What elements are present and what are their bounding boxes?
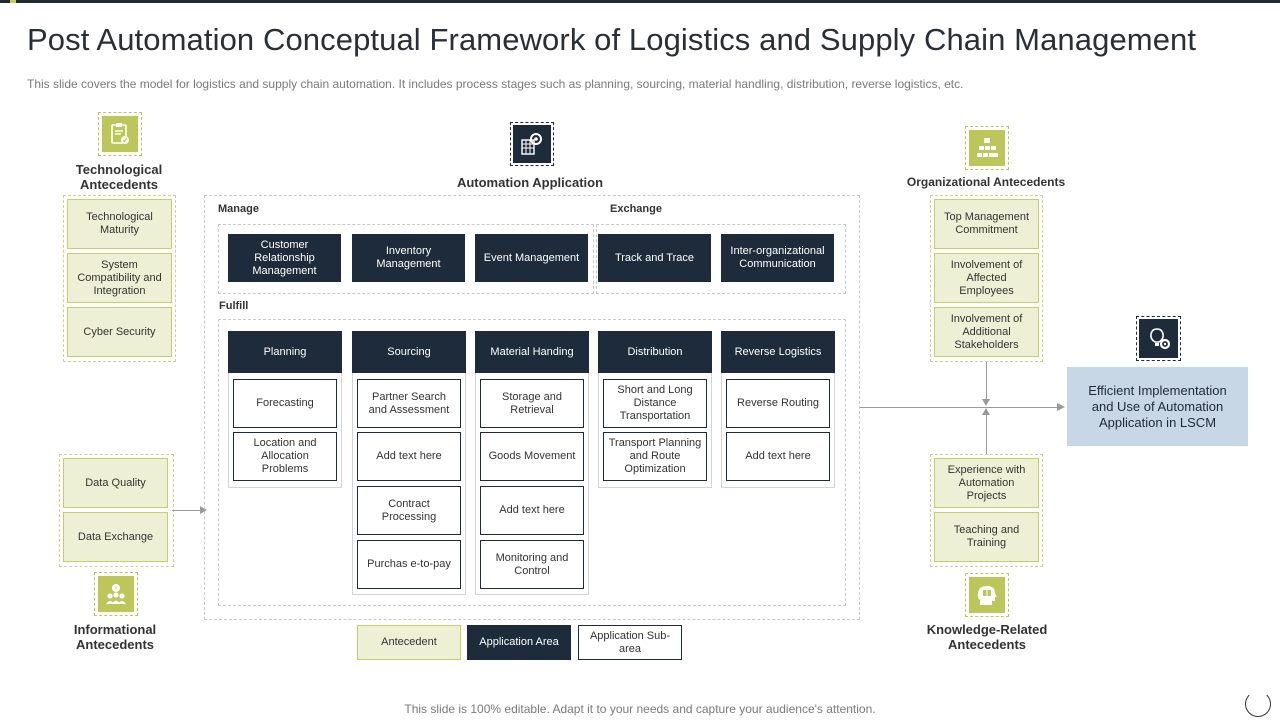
connector-line [172, 510, 202, 511]
arrow-head [982, 399, 990, 406]
subarea-box: Forecasting [233, 379, 337, 428]
legend-antecedent: Antecedent [357, 625, 461, 660]
page-subtitle: This slide covers the model for logistic… [27, 77, 964, 91]
subarea-box: Purchas e-to-pay [357, 540, 461, 589]
svg-text:!: ! [115, 586, 117, 593]
organizational-item: Involvement of Additional Stakeholders [934, 307, 1039, 357]
people-info-icon: ! [94, 572, 138, 616]
connector-line [986, 414, 987, 454]
idea-gear-icon [1136, 316, 1181, 361]
fulfill-column-title: Sourcing [352, 331, 466, 373]
exchange-area: Inter-organizational Communication [721, 234, 834, 282]
fulfill-group [218, 319, 846, 606]
clipboard-icon [98, 112, 142, 156]
head-book-icon [965, 573, 1009, 617]
knowledge-item: Experience with Automation Projects [934, 458, 1039, 508]
subarea-box: Add text here [726, 432, 830, 481]
org-chart-icon [965, 126, 1009, 170]
organizational-item: Involvement of Affected Employees [934, 253, 1039, 303]
fulfill-column-title: Reverse Logistics [721, 331, 835, 373]
manage-area: Customer Relationship Management [228, 234, 341, 282]
footer-note: This slide is 100% editable. Adapt it to… [404, 702, 876, 716]
fulfill-column-title: Distribution [598, 331, 712, 373]
informational-item: Data Quality [63, 458, 168, 508]
technological-group [63, 195, 176, 362]
loading-circle-icon [1245, 691, 1271, 717]
top-accent-line [0, 0, 1280, 3]
technological-item: System Compatibility and Integration [67, 253, 172, 303]
outcome-box: Efficient Implementation and Use of Auto… [1067, 367, 1248, 446]
exchange-group [596, 224, 846, 294]
subarea-box: Reverse Routing [726, 379, 830, 428]
organizational-group [930, 195, 1043, 362]
arrow-head [1057, 403, 1065, 411]
subarea-box: Contract Processing [357, 486, 461, 535]
knowledge-heading: Knowledge-Related Antecedents [926, 622, 1048, 652]
organizational-heading: Organizational Antecedents [906, 175, 1066, 189]
arrow-head [200, 506, 207, 514]
fulfill-column-title: Material Handing [475, 331, 589, 373]
informational-heading: Informational Antecedents [73, 622, 157, 652]
subarea-box: Monitoring and Control [480, 540, 584, 589]
connector-line [986, 362, 987, 402]
legend-application-area: Application Area [467, 625, 571, 660]
arrow-head [982, 408, 990, 415]
subarea-box: Partner Search and Assessment [357, 379, 461, 428]
fulfill-label: Fulfill [219, 300, 249, 312]
subarea-box: Location and Allocation Problems [233, 432, 337, 481]
subarea-box: Storage and Retrieval [480, 379, 584, 428]
subarea-box: Add text here [357, 432, 461, 481]
subarea-box: Add text here [480, 486, 584, 535]
page-title: Post Automation Conceptual Framework of … [27, 22, 1197, 57]
subarea-box: Short and Long Distance Transportation [603, 379, 707, 428]
automation-heading: Automation Application [456, 175, 604, 190]
manage-label: Manage [218, 203, 259, 215]
knowledge-group [930, 454, 1043, 567]
automation-gear-icon [510, 122, 554, 166]
exchange-area: Track and Trace [598, 234, 711, 282]
organizational-item: Top Management Commitment [934, 199, 1039, 249]
exchange-label: Exchange [610, 203, 662, 215]
automation-container [204, 195, 860, 620]
technological-item: Cyber Security [67, 307, 172, 357]
connector-line [860, 407, 1058, 408]
manage-group [218, 224, 594, 294]
manage-area: Event Management [475, 234, 588, 282]
technological-item: Technological Maturity [67, 199, 172, 249]
technological-heading: Technological Antecedents [75, 162, 163, 192]
informational-item: Data Exchange [63, 512, 168, 562]
knowledge-item: Teaching and Training [934, 512, 1039, 562]
manage-area: Inventory Management [352, 234, 465, 282]
legend-application-subarea: Application Sub-area [578, 625, 682, 660]
subarea-box: Transport Planning and Route Optimizatio… [603, 432, 707, 481]
fulfill-column-title: Planning [228, 331, 342, 373]
subarea-box: Goods Movement [480, 432, 584, 481]
